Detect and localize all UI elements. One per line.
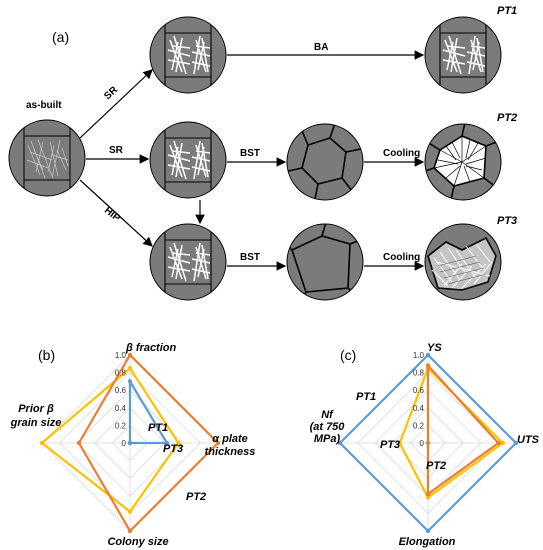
radar-c-point-pt3-1 (500, 440, 505, 446)
radar-c-tick-label: 0 (420, 439, 425, 448)
radar-c-axis-label-0: YS (427, 342, 442, 354)
radar-c-point-pt2-0 (425, 363, 431, 368)
panel-a-label: (a) (52, 29, 69, 45)
radar-b-point-pt2-0 (127, 352, 133, 358)
radar-b-point-pt2-2 (127, 528, 133, 534)
radar-b-series-label-pt2: PT2 (186, 491, 206, 503)
radar-c-axis-label-1: UTS (517, 434, 540, 446)
cooling-bot-label: Cooling (383, 252, 420, 263)
bst-mid-label: BST (240, 148, 260, 159)
radar-b-tick-label: 0.4 (115, 404, 127, 413)
flow-arrows (79, 50, 425, 271)
radar-b-point-pt1-1 (164, 440, 170, 446)
radar-c-point-pt1-0 (425, 352, 431, 358)
sr-top-micrograph (149, 16, 227, 94)
sr-mid-micrograph (149, 121, 227, 199)
radar-b-point-pt3-3 (39, 440, 45, 446)
bst-bot-micrograph (286, 223, 364, 301)
sr-mid-label: SR (109, 145, 124, 156)
as-built-label: as-built (26, 100, 62, 111)
radar-b-point-pt2-3 (76, 440, 82, 446)
radar-c-series-label-pt2: PT2 (426, 460, 446, 472)
panel-c-label: (c) (340, 347, 356, 363)
radar-c-tick-label: 0.2 (413, 421, 425, 430)
radar-b-tick-label: 0.2 (115, 421, 127, 430)
radar-b-series-label-pt3: PT3 (163, 443, 183, 455)
bst-mid-micrograph (286, 123, 364, 201)
pt3-output-label: PT3 (497, 215, 517, 227)
hip-micrograph (149, 223, 227, 301)
radar-c-point-pt3-3 (397, 440, 403, 446)
radar-c-tick-label: 0.6 (413, 386, 425, 395)
radar-b-series-pt1 (128, 377, 169, 445)
pt2-output-label: PT2 (497, 112, 517, 124)
bst-bot-label: BST (240, 252, 260, 263)
radar-c-point-pt2-1 (496, 440, 501, 446)
radar-b-point-pt2-1 (215, 440, 221, 446)
radar-b-tick-label: 0.8 (115, 369, 127, 378)
as-built-micrograph (8, 119, 86, 197)
radar-c-tick-label: 0.4 (413, 404, 425, 413)
radar-c-point-pt1-3 (337, 440, 343, 446)
radar-b-tick-label: 1.0 (115, 351, 127, 360)
arrow-as-built-to-sr-top (79, 69, 153, 139)
pt3-micrograph (424, 223, 502, 301)
radar-c-series-label-pt3: PT3 (380, 439, 400, 451)
pt1-micrograph (424, 16, 502, 94)
pt2-micrograph (424, 123, 502, 201)
radar-c-tick-label: 1.0 (413, 351, 425, 360)
cooling-mid-label: Cooling (383, 148, 420, 159)
radar-c-point-pt1-1 (513, 440, 519, 446)
pt1-output-label: PT1 (497, 5, 517, 17)
radar-c-series-pt2 (426, 362, 501, 497)
radar-c-point-pt2-2 (425, 491, 431, 497)
radar-c-axis-label-2: Elongation (399, 536, 456, 548)
radar-c-series-label-pt1: PT1 (356, 391, 376, 403)
radar-b-point-pt3-2 (127, 509, 133, 514)
sr-top-label: SR (102, 84, 120, 102)
radar-b-tick-label: 0.6 (115, 386, 127, 395)
ba-label: BA (314, 42, 328, 53)
radar-b-series-label-pt1: PT1 (148, 422, 168, 434)
radar-c-point-pt2-3 (425, 440, 431, 446)
radar-b-point-pt3-1 (176, 440, 181, 446)
radar-b-point-pt1-3 (127, 440, 133, 446)
panel-b-label: (b) (38, 347, 55, 363)
radar-c-tick-label: 0.8 (413, 369, 425, 378)
radar-b-tick-label: 0 (122, 439, 127, 448)
radar-chart-c: 0 0.2 0.4 0.6 0.8 1.0YS UTS Elongation Nf(at 750… (310, 342, 540, 548)
radar-b-axis-label-2: Colony size (107, 536, 168, 548)
radar-c-point-pt1-2 (425, 528, 431, 534)
radar-b-point-pt3-0 (127, 366, 133, 371)
radar-b-point-pt1-0 (127, 379, 133, 384)
hip-label: HIP (102, 205, 122, 224)
radar-b-axis-label-0: β fraction (125, 342, 177, 354)
radar-c-point-pt3-2 (425, 495, 431, 500)
arrow-as-built-to-hip (79, 179, 153, 247)
